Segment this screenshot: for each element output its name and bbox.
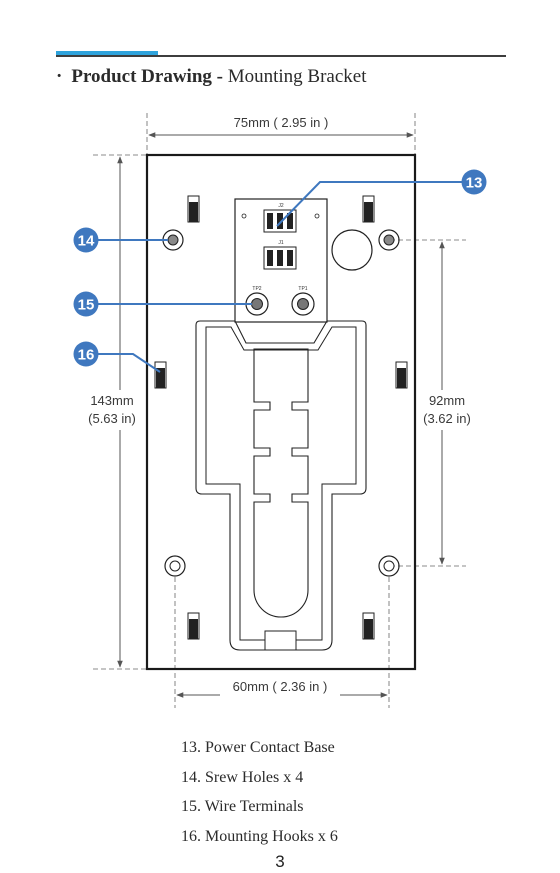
callout-16: 16 — [73, 341, 99, 367]
right-height-mm-label: 92mm — [429, 393, 465, 408]
power-contact-base: J2 J1 TP2 TP1 — [234, 198, 328, 323]
legend-item-13: 13. Power Contact Base — [181, 739, 335, 756]
right-height-in-label: (3.62 in) — [423, 411, 471, 426]
hook-top-right — [362, 195, 375, 223]
label-tp1: TP1 — [298, 286, 307, 292]
terminal-tp2 — [245, 292, 269, 316]
callout-15-number: 15 — [78, 297, 95, 314]
hook-bottom-left — [187, 612, 200, 640]
bracket-outline — [145, 153, 417, 671]
mounting-hooks — [154, 195, 408, 640]
label-j1: J1 — [278, 240, 284, 246]
screw-hole-bottom-right — [378, 555, 400, 577]
callout-13-leader — [276, 181, 462, 227]
callout-13-number: 13 — [466, 175, 483, 192]
terminal-tp1 — [291, 292, 315, 316]
label-tp2: TP2 — [252, 286, 261, 292]
top-width-label: 75mm ( 2.95 in ) — [234, 115, 329, 130]
cradle-inner-outline — [205, 326, 357, 641]
cradle-outer-outline — [195, 320, 367, 651]
legend-item-16: 16. Mounting Hooks x 6 — [181, 827, 338, 845]
bottom-width-label: 60mm ( 2.36 in ) — [233, 679, 328, 694]
callout-14-number: 14 — [78, 233, 95, 250]
hook-mid-right — [395, 361, 408, 389]
screw-hole-top-right — [378, 229, 400, 251]
heading-rest: Mounting Bracket — [227, 66, 367, 87]
callout-15: 15 — [73, 291, 99, 317]
round-cutout — [331, 229, 373, 271]
page-heading: · Product Drawing - Mounting Bracket — [56, 66, 367, 88]
hook-top-left — [187, 195, 200, 223]
legend-item-15: 15. Wire Terminals — [181, 798, 304, 815]
heading-bullet: · — [56, 66, 63, 87]
bottom-tab — [264, 630, 297, 651]
parts-legend: 13. Power Contact Base 14. Srew Holes x … — [181, 733, 338, 851]
callout-13: 13 — [461, 169, 487, 195]
page-number: 3 — [275, 852, 285, 871]
hook-bottom-right — [362, 612, 375, 640]
callout-14: 14 — [73, 227, 99, 253]
hook-mid-left — [154, 361, 167, 389]
heading-bold: Product Drawing - — [71, 66, 223, 87]
extension-lines — [93, 113, 466, 708]
left-height-in-label: (5.63 in) — [88, 411, 136, 426]
callout-16-number: 16 — [78, 347, 95, 364]
screw-holes — [162, 229, 400, 577]
callout-16-leader — [86, 353, 161, 373]
left-height-mm-label: 143mm — [90, 393, 133, 408]
screw-hole-bottom-left — [164, 555, 186, 577]
connector-j2 — [263, 209, 297, 233]
header-rule — [56, 55, 506, 57]
legend-item-14: 14. Srew Holes x 4 — [181, 768, 304, 786]
label-j2: J2 — [278, 203, 284, 209]
header-accent-bar — [56, 51, 158, 57]
connector-j1 — [263, 246, 297, 270]
center-slot — [253, 348, 309, 618]
